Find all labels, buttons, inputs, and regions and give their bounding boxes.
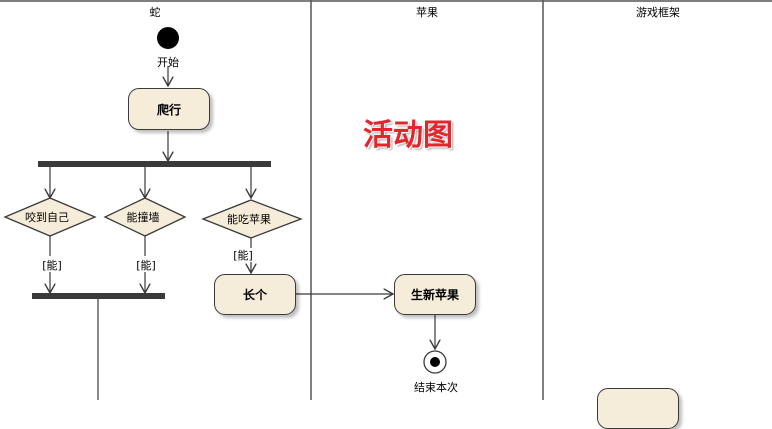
action-new-apple[interactable]: 生新苹果	[394, 274, 476, 315]
action-grow[interactable]: 长个	[214, 274, 296, 315]
action-crawl[interactable]: 爬行	[128, 88, 210, 130]
initial-node	[157, 27, 179, 49]
decision-hit-wall-label: 能撞墙	[126, 211, 160, 224]
diagram-lines	[0, 0, 772, 400]
lane-title-apple: 苹果	[416, 6, 438, 19]
join-bar	[32, 293, 165, 299]
start-label: 开始	[157, 56, 179, 69]
fork-bar	[38, 161, 271, 167]
guard-label-2: [能]	[136, 259, 156, 272]
lane-title-snake: 蛇	[149, 6, 161, 19]
guard-label-1: [能]	[42, 259, 62, 272]
diagram-watermark-title: 活动图	[363, 118, 453, 153]
lane-title-framework: 游戏框架	[636, 6, 680, 19]
guard-label-3: [能]	[233, 249, 253, 262]
decision-eat-apple-label: 能吃苹果	[227, 213, 271, 226]
end-label: 结束本次	[414, 381, 458, 394]
decision-bite-self-label: 咬到自己	[25, 211, 69, 224]
action-framework-partial[interactable]	[597, 388, 679, 429]
